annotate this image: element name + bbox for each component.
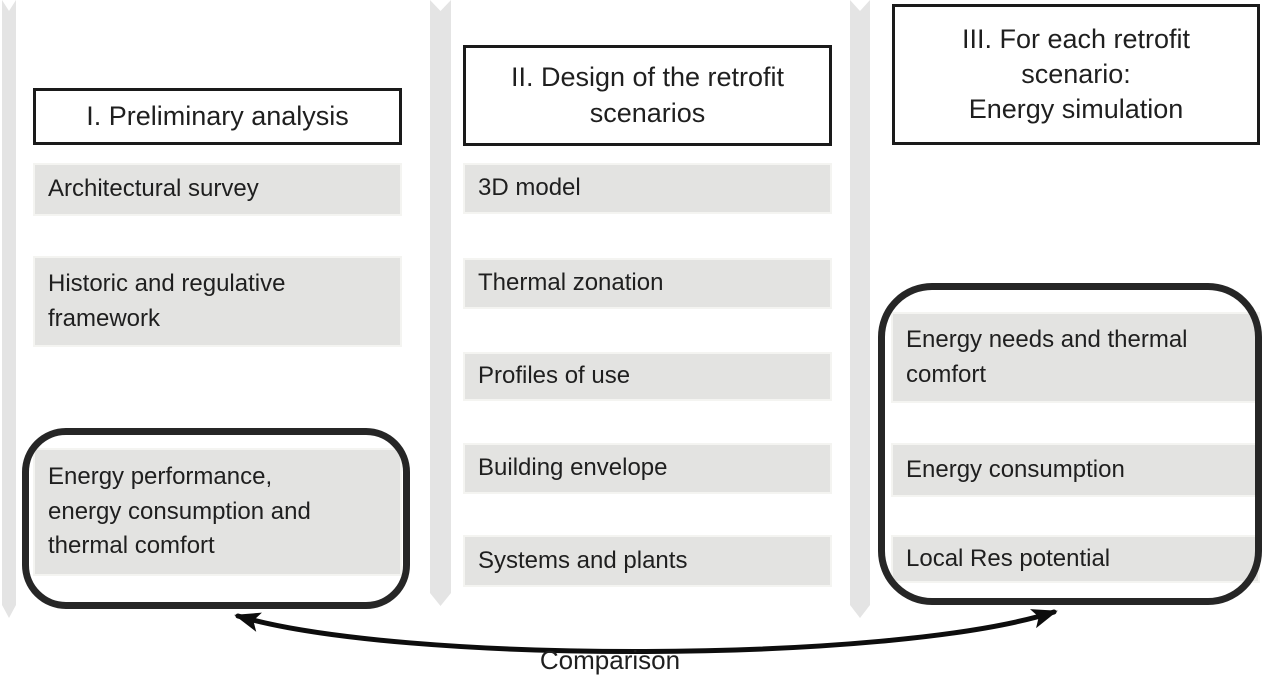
- phase-flow-down-arrow-icon: [2, 0, 16, 618]
- step-profiles-of-use: Profiles of use: [463, 352, 832, 401]
- step-historic-regulative-framework: Historic and regulative framework: [33, 256, 402, 347]
- phase-2-header: II. Design of the retrofit scenarios: [463, 45, 832, 146]
- comparison-label: Comparison: [539, 645, 681, 675]
- phase-flow-down-arrow-icon: [850, 0, 870, 618]
- highlight-outline-phase-1-result: [22, 428, 410, 609]
- step-architectural-survey: Architectural survey: [33, 163, 402, 216]
- step-thermal-zonation: Thermal zonation: [463, 258, 832, 309]
- step-energy-consumption: Energy consumption: [891, 443, 1260, 497]
- step-3d-model: 3D model: [463, 163, 832, 214]
- phase-1-header: I. Preliminary analysis: [33, 88, 402, 145]
- step-building-envelope: Building envelope: [463, 443, 832, 494]
- highlight-outline-phase-3-results: [878, 283, 1262, 605]
- phase-3-header: III. For each retrofit scenario: Energy …: [892, 4, 1260, 145]
- phase-flow-down-arrow-icon: [430, 0, 451, 606]
- step-systems-and-plants: Systems and plants: [463, 535, 832, 587]
- step-energy-needs-thermal-comfort: Energy needs and thermal comfort: [891, 312, 1260, 403]
- step-energy-performance-consumption-comfort: Energy performance, energy consumption a…: [33, 448, 402, 576]
